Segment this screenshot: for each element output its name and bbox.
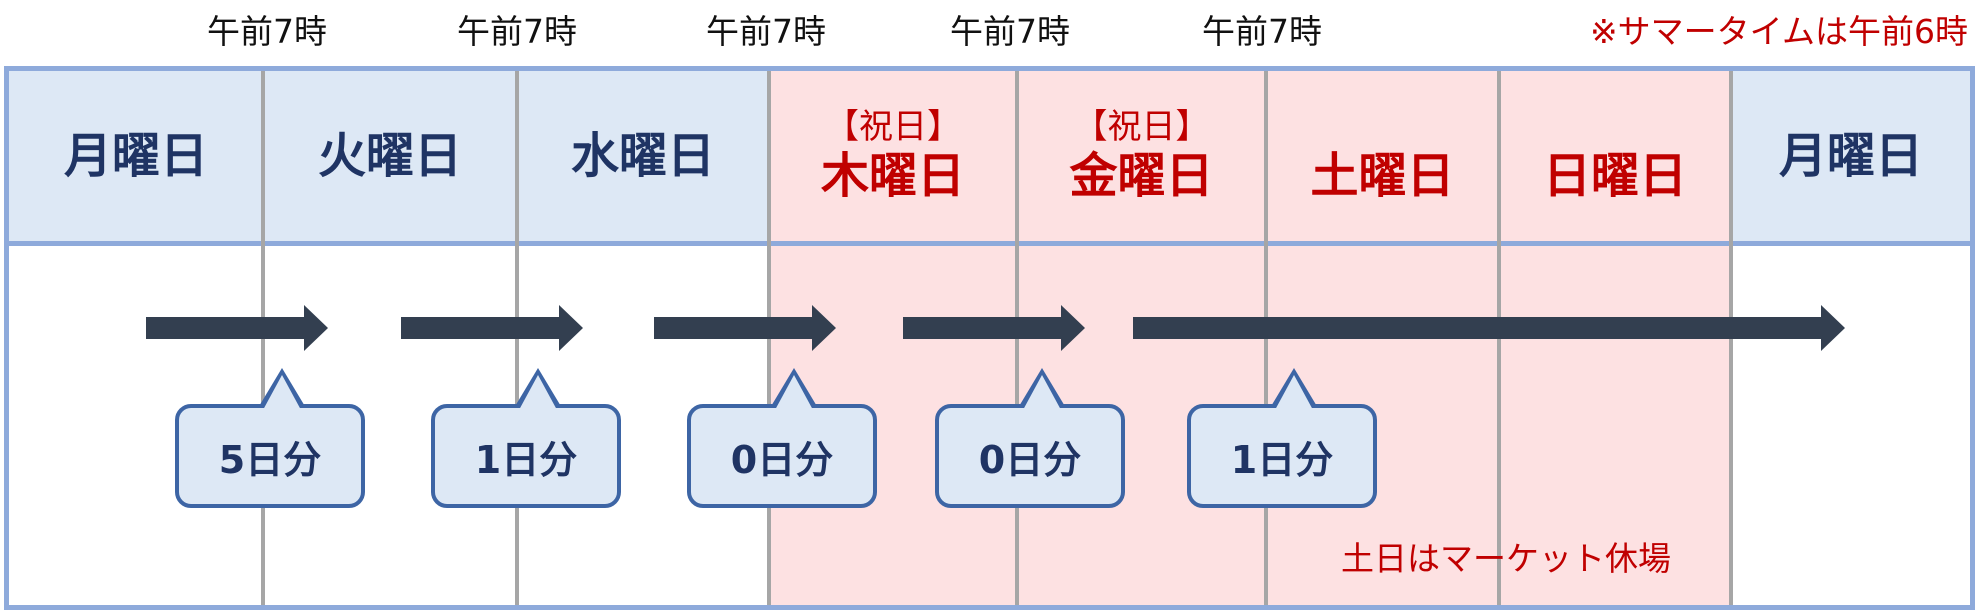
day-count-label: 1日分 bbox=[1230, 437, 1334, 482]
time-label-wednesday: 午前7時 bbox=[457, 12, 577, 51]
day-count-bubble-thursday: 0日分 bbox=[687, 368, 877, 508]
arrow-thursday-to-friday bbox=[903, 305, 1085, 351]
day-name: 火曜日 bbox=[317, 128, 462, 184]
header-divider bbox=[9, 241, 1970, 246]
arrow-friday-to-monday bbox=[1133, 305, 1845, 351]
day-count-label: 5日分 bbox=[218, 437, 322, 482]
day-count-bubble-friday: 0日分 bbox=[935, 368, 1125, 508]
day-count-label: 1日分 bbox=[474, 437, 578, 482]
day-name: 水曜日 bbox=[570, 128, 715, 184]
arrow-tuesday-to-wednesday bbox=[401, 305, 583, 351]
market-closed-note: 土日はマーケット休場 bbox=[1341, 539, 1671, 578]
header-monday: 月曜日 bbox=[9, 71, 263, 241]
summer-time-note: ※サマータイムは午前6時 bbox=[1590, 12, 1968, 51]
header-saturday: ​ 土曜日 bbox=[1266, 71, 1499, 241]
day-count-bubble-wednesday: 1日分 bbox=[431, 368, 621, 508]
day-name: 日曜日 bbox=[1542, 148, 1687, 204]
header-thursday: 【祝日】 木曜日 bbox=[769, 71, 1017, 241]
header-friday: 【祝日】 金曜日 bbox=[1017, 71, 1266, 241]
header-sunday: ​ 日曜日 bbox=[1499, 71, 1731, 241]
arrow-monday-to-tuesday bbox=[146, 305, 328, 351]
header-tuesday: 火曜日 bbox=[263, 71, 517, 241]
day-name: 木曜日 bbox=[820, 148, 965, 204]
time-label-friday: 午前7時 bbox=[950, 12, 1070, 51]
day-name: 金曜日 bbox=[1069, 148, 1214, 204]
day-count-label: 0日分 bbox=[730, 437, 834, 482]
header-wednesday: 水曜日 bbox=[517, 71, 769, 241]
day-count-bubble-tuesday: 5日分 bbox=[175, 368, 365, 508]
arrow-wednesday-to-thursday bbox=[654, 305, 836, 351]
day-name: 月曜日 bbox=[1778, 128, 1923, 184]
day-count-bubble-saturday: 1日分 bbox=[1187, 368, 1377, 508]
time-label-tuesday: 午前7時 bbox=[207, 12, 327, 51]
holiday-tag: 【祝日】 bbox=[825, 107, 961, 147]
header-next-monday: 月曜日 bbox=[1731, 71, 1970, 241]
time-label-thursday: 午前7時 bbox=[706, 12, 826, 51]
day-name: 月曜日 bbox=[63, 128, 208, 184]
holiday-tag: 【祝日】 bbox=[1073, 107, 1210, 147]
column-tuesday: 火曜日 bbox=[263, 71, 517, 605]
time-label-saturday: 午前7時 bbox=[1202, 12, 1322, 51]
day-count-label: 0日分 bbox=[978, 437, 1082, 482]
day-name: 土曜日 bbox=[1310, 148, 1455, 204]
